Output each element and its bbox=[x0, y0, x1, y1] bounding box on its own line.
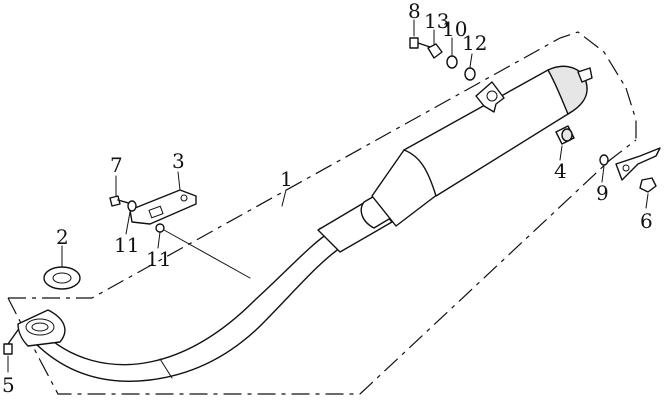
muffler-end-cap bbox=[547, 65, 588, 115]
callout-8: 8 bbox=[408, 0, 421, 23]
assembly-outline-right bbox=[625, 87, 637, 140]
washer-11b bbox=[155, 223, 165, 233]
gasket-part-2 bbox=[43, 245, 81, 290]
bolt-8-head bbox=[409, 37, 419, 49]
upper-mount-hardware bbox=[409, 19, 476, 81]
bushing-4-face bbox=[561, 128, 573, 142]
washer-9 bbox=[599, 154, 609, 166]
pipe-joint-line bbox=[159, 358, 173, 379]
exhaust-flange bbox=[17, 309, 66, 347]
gasket-inner bbox=[52, 272, 72, 284]
washer-part-11b bbox=[155, 223, 251, 279]
bushing-part-4 bbox=[555, 125, 575, 161]
flange-plate bbox=[17, 309, 66, 347]
rear-hanger-hole bbox=[622, 164, 630, 172]
muffler-mount-bracket bbox=[475, 81, 505, 113]
bracket-leader bbox=[177, 171, 181, 191]
bolt-5-head bbox=[3, 343, 13, 355]
bracket-hole bbox=[180, 194, 188, 202]
callout-9: 9 bbox=[596, 181, 609, 205]
muffler-tail-tip bbox=[577, 67, 593, 83]
bolt-7-head bbox=[109, 195, 121, 207]
washer-12-leader bbox=[469, 53, 473, 68]
gasket-outer bbox=[43, 266, 81, 290]
pipe-1-leader bbox=[281, 189, 287, 207]
callout-6: 6 bbox=[640, 209, 653, 233]
callout-labels: 1 2 3 4 5 6 7 8 9 10 11 11 12 13 bbox=[2, 0, 653, 397]
bracket-part-3 bbox=[129, 171, 197, 225]
washer-12 bbox=[464, 67, 476, 81]
nut-6 bbox=[639, 177, 657, 193]
assembly-outline-bottom bbox=[39, 139, 637, 395]
bolt-part-5 bbox=[3, 329, 19, 373]
washer-11b-leader-1 bbox=[157, 231, 161, 249]
callout-1: 1 bbox=[280, 167, 293, 191]
callout-4: 4 bbox=[554, 159, 567, 183]
callout-11b: 11 bbox=[146, 247, 171, 271]
exhaust-pipe bbox=[33, 227, 341, 382]
pipe-transition bbox=[317, 193, 395, 253]
bolt-5-shank bbox=[7, 329, 19, 345]
washer-11a bbox=[127, 200, 137, 212]
callout-3: 3 bbox=[172, 149, 185, 173]
washer-11b-leader-2 bbox=[163, 229, 251, 279]
callout-2: 2 bbox=[56, 225, 69, 249]
flange-port bbox=[25, 318, 55, 336]
muffler bbox=[371, 65, 593, 227]
washer-10 bbox=[446, 55, 458, 69]
callout-12: 12 bbox=[462, 31, 487, 55]
flange-port-inner bbox=[31, 322, 49, 332]
head-pipe-body bbox=[33, 231, 341, 382]
washer-11a-leader bbox=[125, 211, 131, 235]
callout-13: 13 bbox=[424, 9, 449, 33]
assembly-outline-top bbox=[8, 31, 627, 299]
nut-13 bbox=[427, 43, 443, 59]
callout-5: 5 bbox=[2, 373, 15, 397]
bushing-4-leader bbox=[559, 145, 563, 161]
callout-7: 7 bbox=[110, 153, 123, 177]
washer-9-leader bbox=[601, 165, 605, 183]
bolt-8-shank bbox=[417, 42, 431, 48]
bracket-slot bbox=[148, 205, 164, 219]
bolt-part-7 bbox=[109, 175, 137, 235]
bracket-plate bbox=[129, 189, 197, 225]
callout-10: 10 bbox=[442, 17, 467, 41]
rear-hanger-bracket bbox=[615, 147, 661, 181]
muffler-mount-hole bbox=[486, 90, 498, 102]
nut-6-leader bbox=[645, 193, 649, 209]
rear-hanger-parts bbox=[599, 147, 661, 209]
callout-11a: 11 bbox=[114, 233, 139, 257]
